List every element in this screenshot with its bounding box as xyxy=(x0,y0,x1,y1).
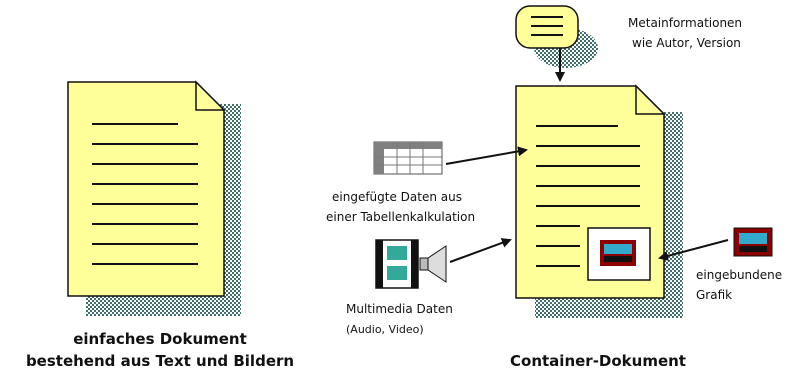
metainfo-bubble xyxy=(515,5,598,82)
container-document-text-lines xyxy=(536,125,640,267)
spreadsheet-label-line1: eingefügte Daten aus xyxy=(332,190,462,204)
spreadsheet-label-line2: einer Tabellenkalkulation xyxy=(326,210,476,224)
speaker-icon xyxy=(419,245,447,283)
metainfo-label-line1: Metainformationen xyxy=(628,16,743,30)
simple-document xyxy=(67,80,241,316)
container-document-caption: Container-Dokument xyxy=(510,352,686,370)
spreadsheet-icon-header xyxy=(374,142,442,149)
graphic-icon xyxy=(733,227,773,257)
multimedia-label-line2: (Audio, Video) xyxy=(346,323,424,336)
simple-document-caption-line1: einfaches Dokument xyxy=(73,330,247,348)
graphic-arrow xyxy=(658,239,729,261)
metainfo-label-line2: wie Autor, Version xyxy=(632,36,741,50)
simple-document-page xyxy=(67,81,225,297)
embedded-graphic xyxy=(587,227,651,281)
simple-document-fold xyxy=(195,80,226,111)
graphic-label-line2: Grafik xyxy=(696,288,733,302)
multimedia-arrow xyxy=(449,238,512,263)
container-document xyxy=(515,84,683,318)
embedded-graphic-screen xyxy=(604,244,632,254)
metainfo-bubble-lines xyxy=(531,16,563,36)
film-icon xyxy=(375,239,419,289)
spreadsheet-icon xyxy=(373,141,443,175)
container-document-fold xyxy=(635,84,666,115)
simple-document-text-lines xyxy=(92,123,198,265)
multimedia-label-line1: Multimedia Daten xyxy=(346,302,453,316)
embedded-graphic-base xyxy=(604,256,632,262)
graphic-label-line1: eingebundene xyxy=(696,268,783,282)
spreadsheet-arrow xyxy=(445,146,528,165)
simple-document-caption-line2: bestehend aus Text und Bildern xyxy=(25,352,295,370)
